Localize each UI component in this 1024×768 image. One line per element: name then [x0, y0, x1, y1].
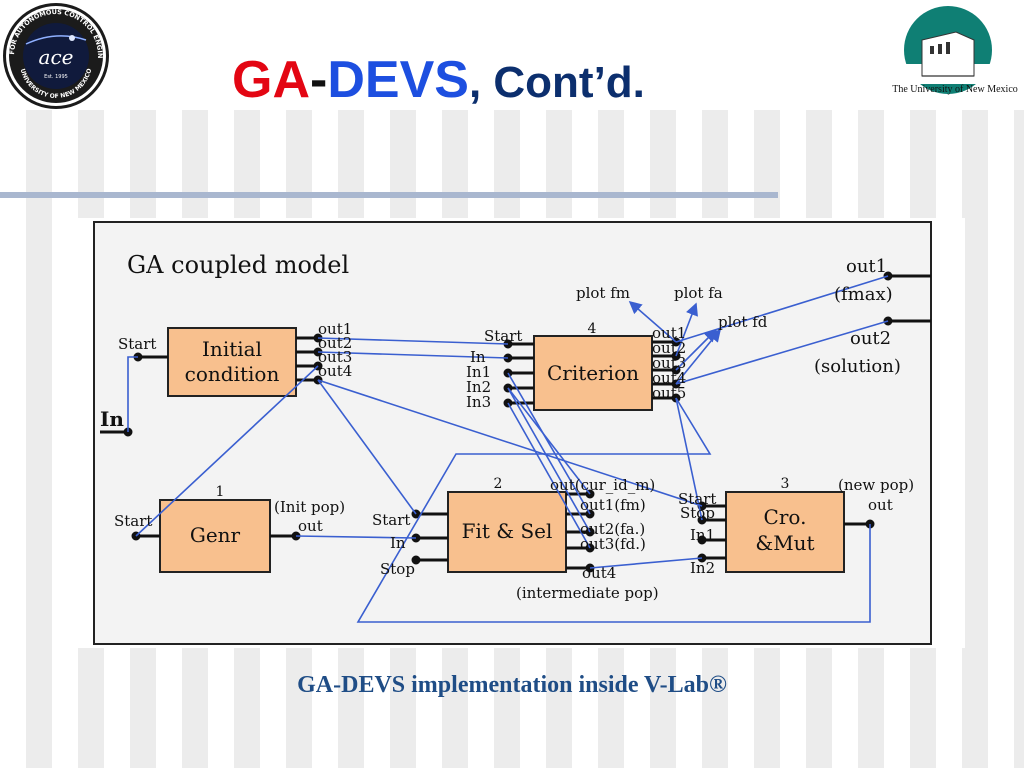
cromut-start-label: Start [678, 490, 716, 508]
genr-start-label: Start [114, 512, 152, 530]
title-dash: - [310, 51, 328, 109]
initial-out4-label: out4 [318, 362, 352, 380]
criterion-in1-label: In1 [466, 363, 491, 381]
genr-label: Genr [190, 523, 241, 547]
fitsel-out1-label: out1(fm) [580, 496, 646, 514]
model-frame [93, 221, 932, 645]
genr-num: 1 [216, 484, 225, 500]
block-initial-condition: Initial condition [167, 327, 297, 397]
cromut-in2-label: In2 [690, 559, 715, 577]
fitsel-out4-label: out4 [582, 564, 616, 582]
cromut-out-note: (new pop) [838, 476, 914, 494]
initial-out1-label: out1 [318, 320, 352, 338]
ace-logo: CENTER FOR AUTONOMOUS CONTROL ENGINEERIN… [0, 0, 112, 112]
title-rest: , Cont’d. [468, 58, 645, 107]
initial-out3-label: out3 [318, 348, 352, 366]
criterion-start-label: Start [484, 327, 522, 345]
title-devs: DEVS [327, 51, 469, 109]
model-out2-label: out2 [850, 328, 891, 349]
fitsel-num: 2 [494, 476, 503, 492]
title-underline [0, 192, 778, 198]
initial-line2: condition [185, 362, 280, 386]
header-band [0, 0, 1024, 110]
title-ga: GA [232, 51, 310, 109]
plot-fd-label: plot fd [718, 313, 768, 331]
criterion-out5-label: out5 [652, 384, 686, 402]
fitsel-in-label: In [390, 534, 406, 552]
criterion-in-label: In [470, 348, 486, 366]
slide-title: GA-DEVS, Cont’d. [232, 50, 645, 113]
cromut-stop-label: Stop [680, 504, 715, 522]
criterion-in3-label: In3 [466, 393, 491, 411]
initial-start-label: Start [118, 335, 156, 353]
ga-coupled-model-figure: GA coupled model Initial condition Genr … [60, 218, 965, 648]
fitsel-out-cur-label: out(cur_id_m) [550, 476, 655, 494]
criterion-num: 4 [588, 321, 597, 337]
criterion-label: Criterion [547, 361, 639, 385]
plot-fm-label: plot fm [576, 284, 630, 302]
fitsel-stop-label: Stop [380, 560, 415, 578]
cromut-line2: &Mut [755, 531, 814, 555]
cromut-num: 3 [781, 476, 790, 492]
criterion-out4-label: out4 [652, 369, 686, 387]
unm-logo-text: The University of New Mexico [892, 84, 1018, 95]
criterion-out3-label: out3 [652, 354, 686, 372]
criterion-in2-label: In2 [466, 378, 491, 396]
model-out2-note: (solution) [814, 356, 901, 377]
genr-out-note: (Init pop) [274, 498, 345, 516]
criterion-out1-label: out1 [652, 324, 686, 342]
unm-logo: The University of New Mexico [886, 0, 1024, 106]
initial-line1: Initial [202, 337, 262, 361]
model-in-label: In [100, 407, 124, 431]
initial-out2-label: out2 [318, 334, 352, 352]
fitsel-out2-label: out2(fa.) [580, 520, 645, 538]
cromut-in1-label: In1 [690, 526, 715, 544]
fitsel-bottom-note: (intermediate pop) [516, 584, 659, 602]
cromut-line1: Cro. [764, 505, 807, 529]
ace-est-text: Est. 1995 [44, 74, 68, 80]
block-fit-sel: Fit & Sel 2 [447, 476, 567, 573]
block-criterion: Criterion 4 [533, 321, 653, 411]
plot-fa-label: plot fa [674, 284, 723, 302]
fitsel-out3-label: out3(fd.) [580, 535, 646, 553]
block-genr: Genr 1 [159, 484, 271, 573]
fitsel-start-label: Start [372, 511, 410, 529]
cromut-out-label: out [868, 496, 893, 514]
genr-out-label: out [298, 517, 323, 535]
slide-caption: GA-DEVS implementation inside V-Lab® [297, 672, 727, 698]
model-out1-label: out1 [846, 256, 887, 277]
ace-center-text: ace [39, 45, 74, 69]
coupling-wires [127, 275, 889, 623]
diagram-title: GA coupled model [127, 251, 349, 279]
model-out1-note: (fmax) [834, 284, 893, 305]
fitsel-label: Fit & Sel [462, 519, 553, 543]
criterion-out2-label: out2 [652, 339, 686, 357]
block-cro-mut: Cro. &Mut 3 [725, 476, 845, 573]
